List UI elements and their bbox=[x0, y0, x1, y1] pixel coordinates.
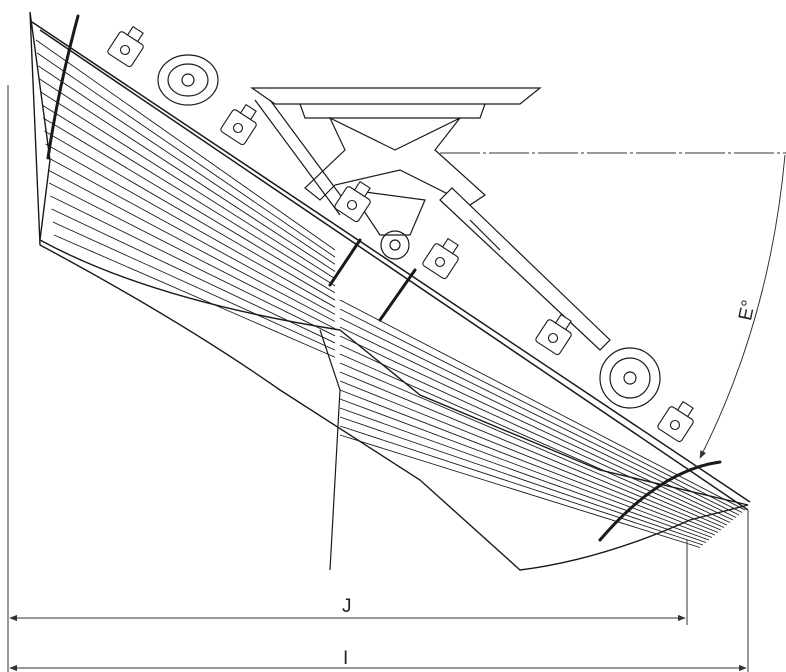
caster-wheel-lower bbox=[599, 347, 661, 409]
blade-slat-line bbox=[339, 326, 737, 518]
blade-slat-line bbox=[44, 130, 336, 301]
blade-slat-line bbox=[47, 169, 336, 322]
brace-rods bbox=[46, 14, 722, 542]
cutting-edge bbox=[31, 21, 751, 511]
blade-slat-line bbox=[46, 156, 336, 315]
blade-slat-line bbox=[41, 104, 336, 287]
blade-slat-line bbox=[39, 78, 336, 272]
blade-slat-line bbox=[53, 234, 336, 358]
blade-slats bbox=[35, 39, 746, 548]
blade-slat-line bbox=[48, 182, 336, 330]
blade-slat-line bbox=[339, 362, 725, 528]
blade-slat-line bbox=[339, 335, 734, 521]
blade-slat-line bbox=[40, 91, 336, 279]
blade-slat-line bbox=[339, 416, 707, 543]
blade-outline bbox=[29, 11, 749, 571]
blade-slat-line bbox=[339, 344, 731, 523]
blade-slat-line bbox=[339, 389, 716, 536]
blade-slat-line bbox=[50, 195, 336, 337]
clamp-bracket bbox=[535, 313, 572, 356]
blade-slat-line bbox=[36, 52, 336, 258]
v-frame bbox=[304, 116, 486, 206]
blade-slat-line bbox=[339, 425, 704, 546]
blade-slat-line bbox=[339, 317, 740, 516]
mount-plate bbox=[250, 87, 542, 105]
blade-clamps bbox=[107, 25, 694, 443]
blade-slat-line bbox=[339, 308, 743, 513]
blade-slat-line bbox=[51, 208, 336, 344]
clamp-bracket bbox=[334, 180, 371, 223]
blade-slat-line bbox=[38, 65, 336, 265]
blade-slat-line bbox=[339, 380, 719, 533]
blade-slat-line bbox=[45, 143, 336, 308]
dimension-j-label: J bbox=[342, 596, 352, 617]
blade-slat-line bbox=[42, 117, 336, 294]
dimension-i-label: I bbox=[343, 648, 348, 669]
blade-slat-line bbox=[35, 39, 336, 251]
clamp-bracket bbox=[657, 400, 694, 443]
mounting-frame bbox=[250, 87, 611, 351]
clamp-bracket bbox=[422, 237, 459, 280]
clamp-bracket bbox=[220, 103, 257, 146]
blade-body bbox=[29, 11, 749, 571]
caster-wheel-upper bbox=[157, 54, 219, 106]
clamp-bracket bbox=[107, 25, 144, 68]
hydraulic-cylinder bbox=[439, 187, 611, 351]
blade-slat-line bbox=[339, 371, 722, 531]
angle-dimension bbox=[440, 152, 786, 459]
blade-center-seam bbox=[319, 329, 341, 571]
angle-label: E° bbox=[735, 298, 760, 322]
blade-slat-line bbox=[339, 398, 713, 538]
blade-slat-line bbox=[339, 434, 701, 548]
blade-slat-line bbox=[339, 407, 710, 541]
blade-slat-line bbox=[339, 353, 728, 526]
blade-slat-line bbox=[52, 221, 336, 351]
extension-lines bbox=[7, 85, 749, 672]
